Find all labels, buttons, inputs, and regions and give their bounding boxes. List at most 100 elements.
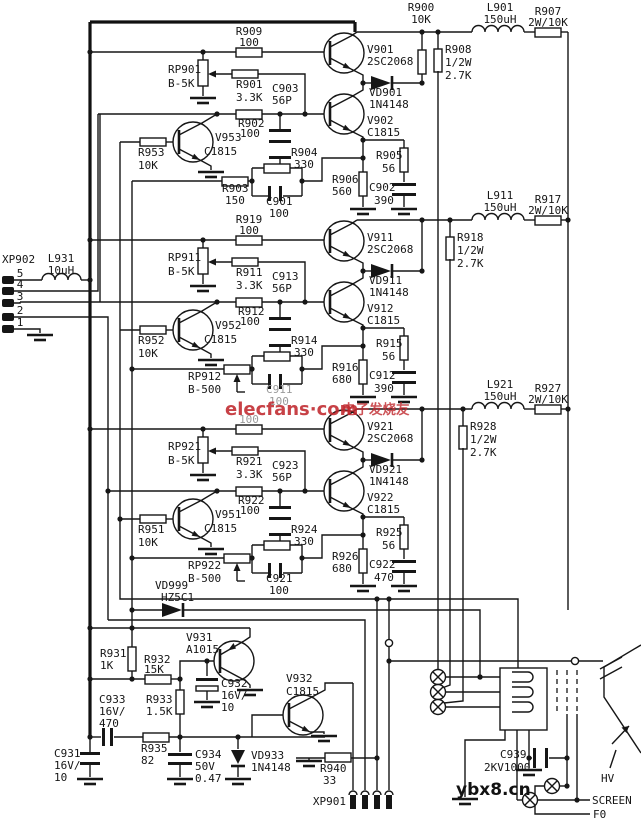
arrow: [191, 530, 200, 537]
label: R912: [238, 305, 265, 318]
wire: [178, 490, 218, 513]
capacitor-plate: [268, 374, 271, 389]
pin-icon: [374, 795, 380, 809]
label: C1815: [367, 314, 400, 327]
label: C902: [369, 181, 396, 194]
arrow: [301, 725, 310, 732]
label: 100: [240, 315, 260, 328]
label: C1815: [204, 145, 237, 158]
resistor: [263, 163, 291, 174]
label: RP901: [168, 63, 201, 76]
label: 150: [225, 194, 245, 207]
resistor: [127, 646, 137, 672]
arrow: [228, 643, 236, 651]
label: R914: [291, 334, 318, 347]
junction-dot: [87, 237, 93, 243]
label: 56: [382, 162, 395, 175]
label: 33: [323, 774, 336, 787]
capacitor-plate: [279, 374, 282, 389]
transistor: [282, 694, 324, 736]
arrow: [342, 124, 351, 131]
arrow: [208, 258, 216, 266]
label: 10uH: [48, 264, 75, 277]
transistor: [213, 640, 255, 682]
label: R940: [320, 762, 347, 775]
terminal-icon: [570, 656, 580, 666]
label: 100: [240, 127, 260, 140]
label: 16V/: [54, 759, 81, 772]
spark-gap-icon: [429, 683, 447, 701]
label: R915: [376, 337, 403, 350]
junction-dot: [87, 277, 93, 283]
label: V951: [215, 508, 242, 521]
capacitor-plate: [269, 129, 291, 132]
wire: [350, 256, 364, 271]
ground-icon: [27, 333, 53, 342]
label: 680: [332, 373, 352, 386]
wire: [329, 408, 358, 425]
ground-icon: [194, 700, 220, 709]
label: 56P: [272, 471, 292, 484]
label: R903: [222, 182, 249, 195]
wire: [329, 31, 358, 48]
ground-icon: [190, 284, 216, 293]
label: C939: [500, 748, 527, 761]
wire: [288, 682, 353, 710]
wire: [443, 448, 464, 704]
capacitor-plate: [168, 753, 192, 756]
label: 1N4148: [369, 475, 409, 488]
pin-icon: [2, 287, 14, 295]
label: 1N4148: [369, 286, 409, 299]
arrow: [342, 312, 351, 319]
resistor: [235, 109, 263, 120]
label: R928: [470, 420, 497, 433]
label: R924: [291, 523, 318, 536]
label: R909: [236, 25, 263, 38]
wire: [14, 328, 41, 333]
label: VD911: [369, 274, 402, 287]
label: R922: [238, 494, 265, 507]
label: 2KV1000: [484, 761, 530, 774]
label: R902: [238, 117, 265, 130]
label: R925: [376, 526, 403, 539]
gun-electrode: [512, 671, 534, 683]
arrow: [371, 76, 391, 90]
pin-icon: [372, 790, 382, 796]
label: R953: [138, 146, 165, 159]
label: 680: [332, 562, 352, 575]
label: 3.3K: [236, 91, 263, 104]
resistor: [433, 48, 443, 73]
label: HV: [601, 772, 615, 785]
wire: [464, 730, 506, 797]
wire: [329, 271, 364, 297]
arrow: [233, 563, 241, 571]
label: VD901: [369, 86, 402, 99]
wire: [119, 519, 519, 668]
capacitor-plate: [279, 186, 282, 201]
label: 5: [17, 267, 24, 280]
label: R931: [100, 647, 127, 660]
ground-icon: [237, 688, 263, 697]
label: R935: [141, 742, 168, 755]
arrow: [342, 439, 351, 446]
transistor: [172, 121, 214, 163]
label: C1815: [204, 333, 237, 346]
potentiometer: [223, 553, 251, 564]
spark-gap-icon: [429, 698, 447, 716]
label: 100: [239, 36, 259, 49]
pin-icon: [350, 795, 356, 809]
label: R917: [535, 193, 562, 206]
label: 330: [294, 346, 314, 359]
ground-icon: [391, 395, 417, 404]
label: 10: [54, 771, 67, 784]
wire: [258, 261, 306, 302]
label: C903: [272, 82, 299, 95]
resistor: [358, 171, 368, 197]
resistor: [534, 404, 562, 415]
resistor: [324, 752, 352, 763]
resistor: [139, 137, 167, 147]
wire: [441, 259, 451, 689]
label: 100: [269, 584, 289, 597]
wire: [302, 345, 363, 370]
label: 10K: [411, 13, 431, 26]
